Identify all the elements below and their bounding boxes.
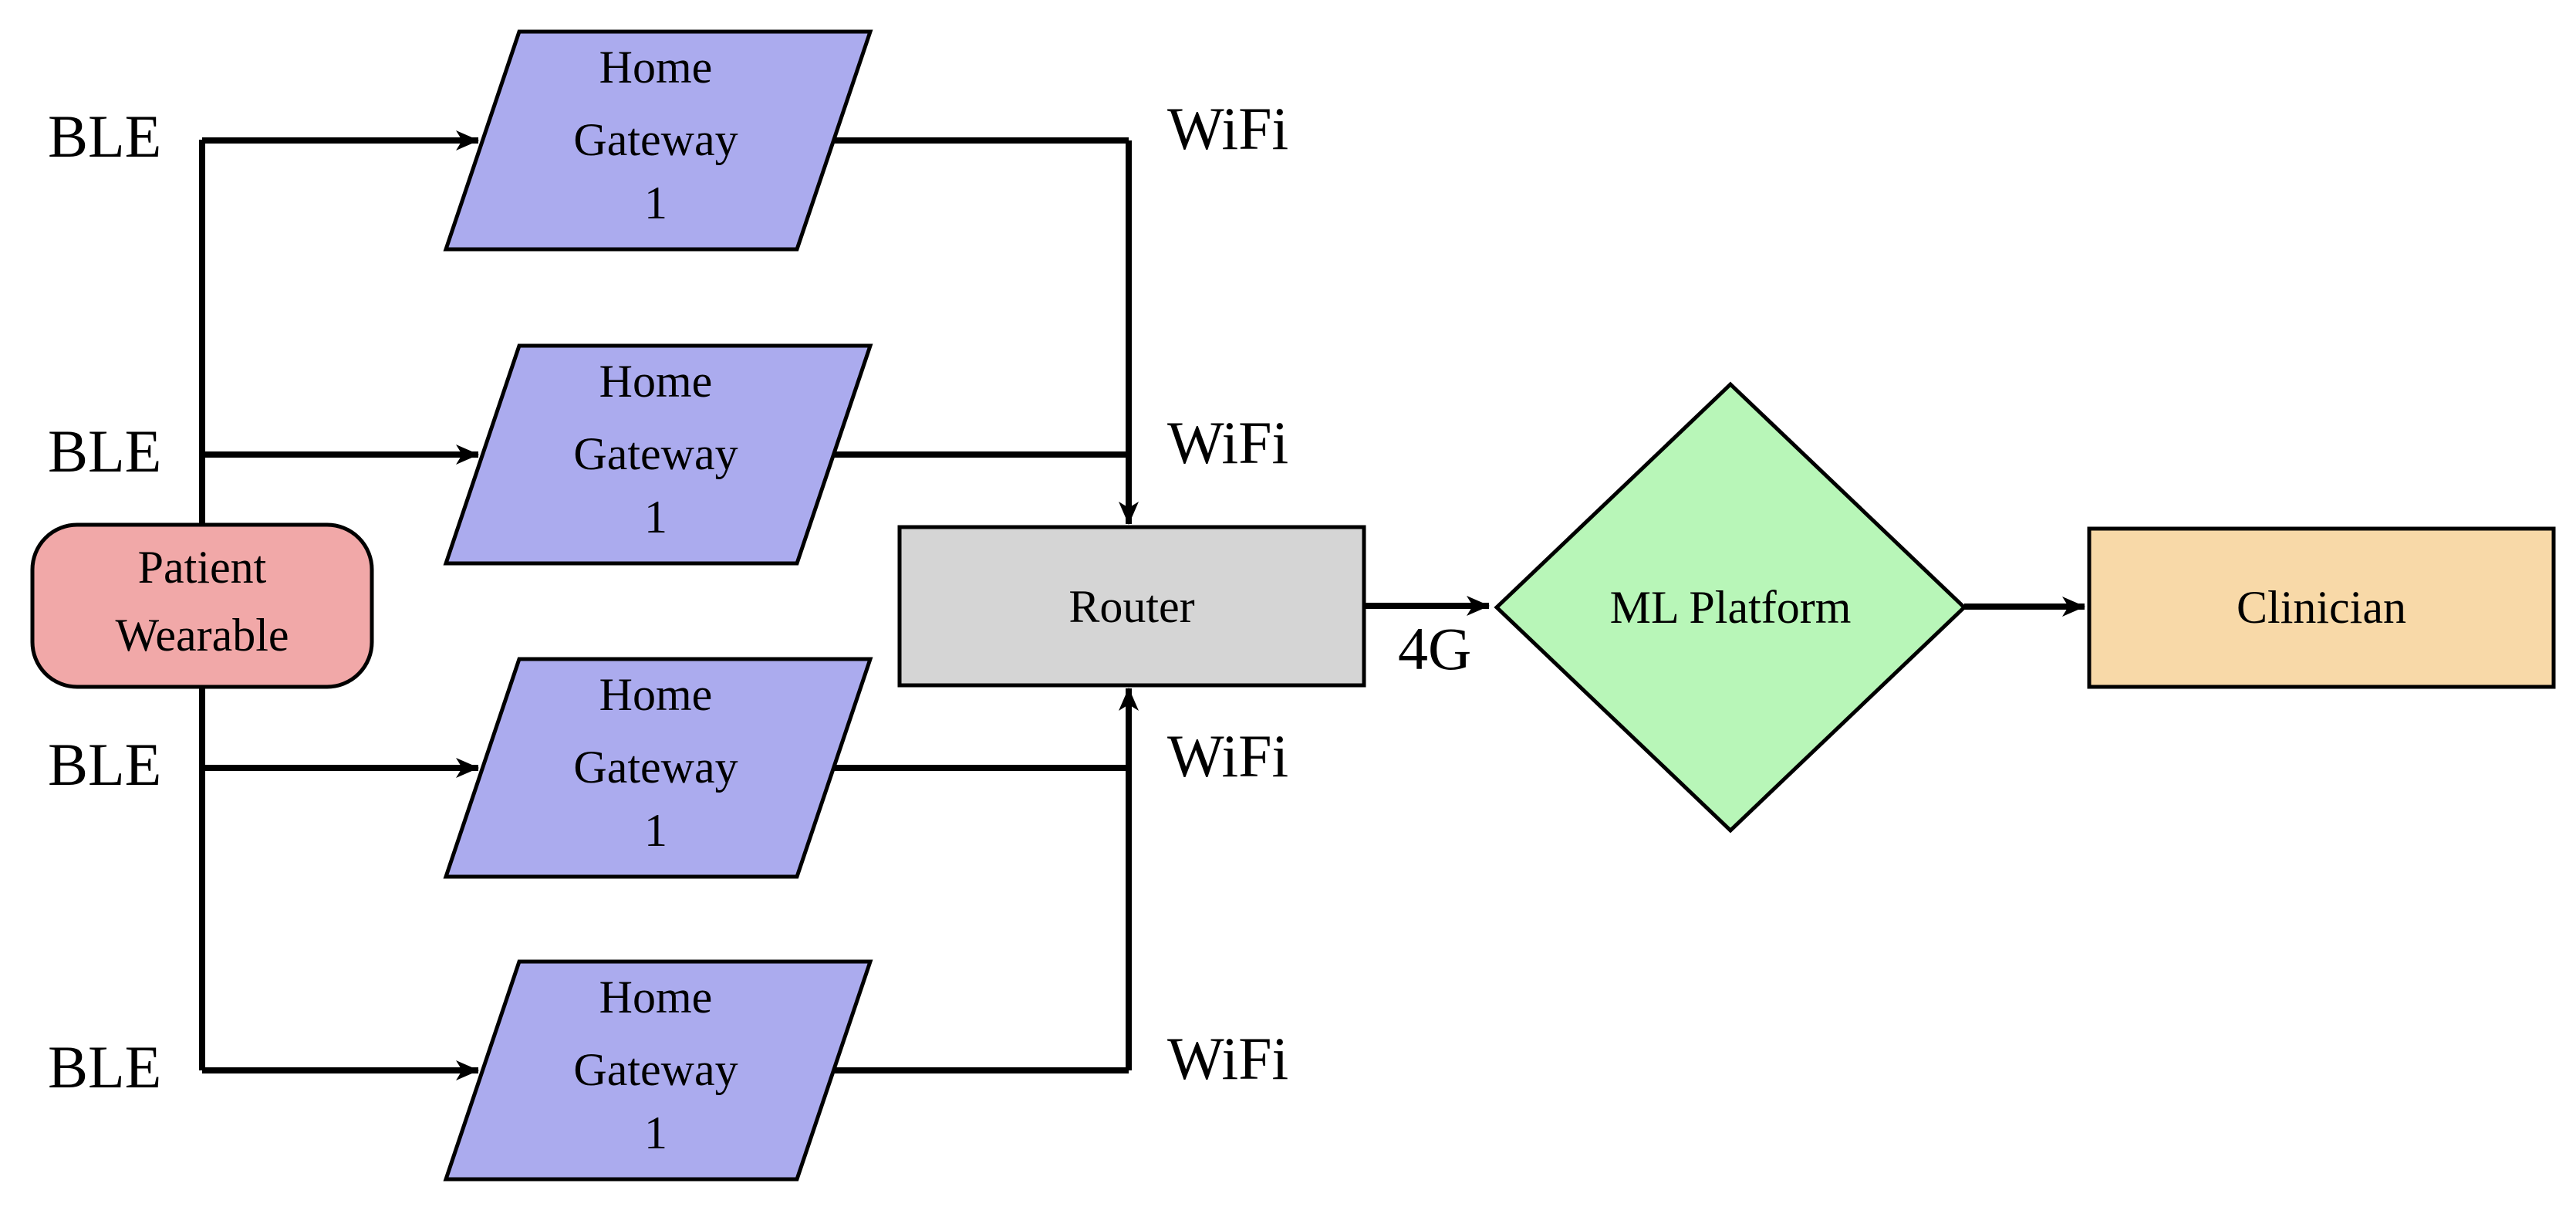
label-4g: 4G — [1398, 615, 1471, 682]
home-gateway-1-label-line3: 1 — [644, 178, 667, 228]
router-shape — [897, 525, 1366, 688]
home-gateway-2-label-line2: Gateway — [573, 428, 738, 479]
home-gateway-4-label-line3: 1 — [644, 1107, 667, 1158]
patient-wearable-shape — [30, 522, 374, 689]
node-home-gateway-4: Home Gateway 1 — [443, 959, 873, 1182]
label-wifi-4: WiFi — [1167, 1025, 1288, 1092]
node-router: Router — [897, 525, 1366, 688]
patient-wearable-label-line1: Patient — [138, 542, 267, 593]
label-ble-3: BLE — [48, 731, 161, 798]
label-ble-2: BLE — [48, 418, 161, 485]
label-wifi-2: WiFi — [1167, 409, 1288, 476]
router-label: Router — [1069, 581, 1194, 632]
home-gateway-3-label-line1: Home — [599, 669, 713, 720]
edge-labels: BLE BLE BLE BLE WiFi WiFi WiFi WiFi 4G — [48, 95, 1471, 1100]
home-gateway-3-label-line2: Gateway — [573, 742, 738, 793]
node-home-gateway-3: Home Gateway 1 — [443, 657, 873, 879]
label-ble-1: BLE — [48, 103, 161, 170]
edges — [199, 130, 2085, 1080]
home-gateway-4-label-line2: Gateway — [573, 1044, 738, 1095]
label-ble-4: BLE — [48, 1033, 161, 1100]
patient-wearable-label-line2: Wearable — [116, 610, 289, 661]
home-gateway-4-label-line1: Home — [599, 972, 713, 1023]
home-gateway-2-shape — [443, 343, 873, 566]
home-gateway-2-label-line1: Home — [599, 356, 713, 407]
ml-platform-label: ML Platform — [1610, 582, 1852, 633]
clinician-shape — [2087, 526, 2556, 689]
home-gateway-3-shape — [443, 657, 873, 879]
home-gateway-1-shape — [443, 29, 873, 252]
node-home-gateway-1: Home Gateway 1 — [443, 29, 873, 252]
label-wifi-3: WiFi — [1167, 722, 1288, 789]
home-gateway-1-label-line2: Gateway — [573, 114, 738, 165]
home-gateway-3-label-line3: 1 — [644, 805, 667, 856]
home-gateway-1-label-line1: Home — [599, 42, 713, 93]
node-ml-platform: ML Platform — [1494, 381, 1967, 833]
node-patient-wearable: Patient Wearable — [30, 522, 374, 689]
label-wifi-1: WiFi — [1167, 95, 1288, 162]
home-gateway-4-shape — [443, 959, 873, 1182]
clinician-label: Clinician — [2237, 582, 2406, 633]
node-clinician: Clinician — [2087, 526, 2556, 689]
node-home-gateway-2: Home Gateway 1 — [443, 343, 873, 566]
home-gateway-2-label-line3: 1 — [644, 492, 667, 543]
ml-platform-shape — [1494, 381, 1967, 833]
